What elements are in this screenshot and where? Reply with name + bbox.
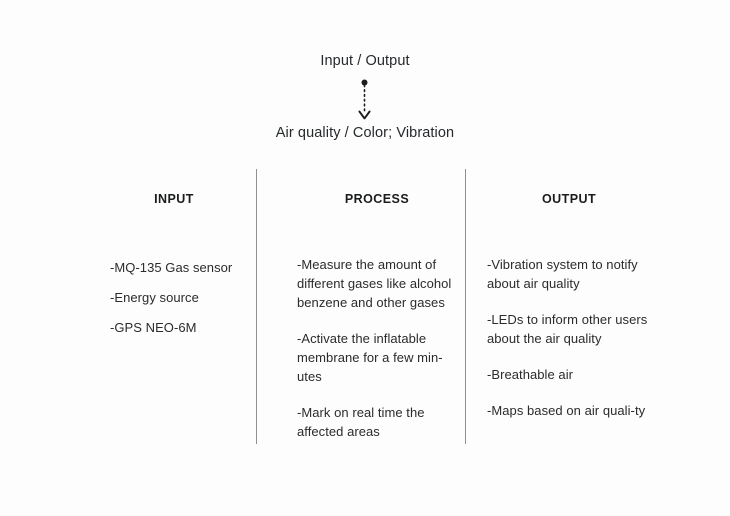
- column-divider-left: [256, 169, 257, 444]
- column-header-output: OUTPUT: [541, 192, 597, 206]
- list-item: -Maps based on air quali-ty: [487, 403, 646, 418]
- dotted-down-arrow-icon: [356, 79, 373, 121]
- list-item: -Vibration system to notify about air qu…: [487, 257, 638, 291]
- list-item: -LEDs to inform other users about the ai…: [487, 312, 648, 346]
- list-item: -Breathable air: [487, 367, 574, 382]
- list-item: -Measure the amount of different gases l…: [297, 257, 452, 310]
- flow-label-input-output: Input / Output: [320, 53, 410, 69]
- column-output: OUTPUT -Vibration system to notify about…: [480, 169, 652, 437]
- column-process: PROCESS -Measure the amount of different…: [290, 169, 458, 458]
- column-header-input: INPUT: [154, 192, 194, 206]
- column-items-output: -Vibration system to notify about air qu…: [480, 255, 652, 420]
- list-item: -GPS NEO-6M: [110, 320, 197, 335]
- column-divider-right: [465, 169, 466, 444]
- flow-label-air-quality-color-vibration: Air quality / Color; Vibration: [275, 125, 455, 141]
- column-input: INPUT -MQ-135 Gas sensor -Energy source …: [100, 169, 250, 348]
- list-item: -Mark on real time the affected areas: [297, 405, 425, 439]
- list-item: -MQ-135 Gas sensor: [110, 260, 233, 275]
- column-items-process: -Measure the amount of different gases l…: [290, 255, 458, 441]
- list-item: -Activate the inflatable membrane for a …: [297, 331, 443, 384]
- column-items-input: -MQ-135 Gas sensor -Energy source -GPS N…: [100, 258, 250, 337]
- column-header-process: PROCESS: [344, 192, 410, 206]
- list-item: -Energy source: [110, 290, 199, 305]
